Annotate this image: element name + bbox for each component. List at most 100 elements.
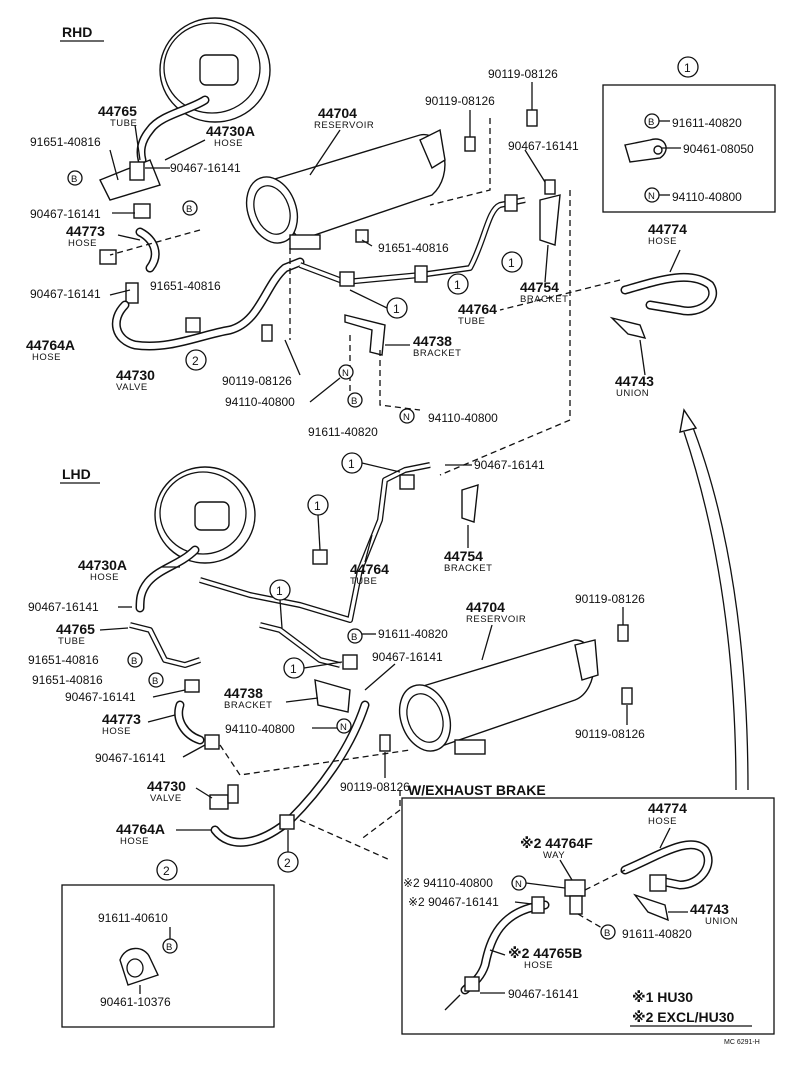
sub-tube: TUBE: [110, 118, 137, 129]
label-90119-08126-d: 90119-08126: [340, 780, 410, 794]
rhd-reservoir-44704: [245, 128, 446, 250]
label-90119-08126-e: 90119-08126: [575, 592, 645, 606]
symbol-1: 1: [454, 278, 461, 292]
legend-note-2: ※2 EXCL/HU30: [632, 1009, 735, 1025]
label-90119-08126-a: 90119-08126: [488, 67, 558, 81]
label-44704-lhd: 44704: [466, 599, 505, 615]
sub-valve: VALVE: [116, 382, 148, 393]
label-90467-16141-c: 90467-16141: [30, 287, 101, 301]
sub-bracket: BRACKET: [520, 294, 568, 305]
label-44730a-lhd: 44730A: [78, 557, 127, 573]
label-91651-40816-c: 91651-40816: [378, 241, 449, 255]
exhaust-brake-title: W/EXHAUST BRAKE: [408, 782, 546, 798]
sub-hose: HOSE: [524, 960, 553, 971]
label-44730a-rhd: 44730A: [206, 123, 255, 139]
part-90461-08050: 90461-08050: [683, 142, 754, 156]
label-94110-40800-b: 94110-40800: [428, 411, 498, 425]
symbol-b: B: [71, 174, 78, 185]
sub-union: UNION: [616, 388, 649, 399]
clamp-90461-08050-icon: [624, 138, 667, 163]
sub-valve: VALVE: [150, 793, 182, 804]
symbol-n: N: [342, 368, 349, 379]
symbol-1: 1: [290, 662, 297, 676]
detail-1-symbol: 1: [684, 61, 691, 75]
symbol-n: N: [340, 722, 347, 733]
sub-hose: HOSE: [32, 352, 61, 363]
symbol-1: 1: [314, 499, 321, 513]
label-44738-lhd: 44738: [224, 685, 263, 701]
label-90467-16141-g: 90467-16141: [95, 751, 166, 765]
symbol-1: 1: [508, 256, 515, 270]
symbol-2: 2: [284, 856, 291, 870]
label-90467-16141-a: 90467-16141: [170, 161, 241, 175]
label-90467-16141-f: 90467-16141: [65, 690, 136, 704]
symbol-b: B: [604, 928, 611, 939]
label-91611-40820-c: 91611-40820: [622, 927, 692, 941]
lhd-reservoir-44704: [398, 639, 599, 755]
label-91651-40816-d: 91651-40816: [28, 653, 99, 667]
label-44764f: ※2 44764F: [520, 835, 593, 851]
label-90467-16141-i: 90467-16141: [372, 650, 443, 664]
label-90467-16141-b: 90467-16141: [30, 207, 101, 221]
label-90119-08126-f: 90119-08126: [575, 727, 645, 741]
label-44765b: ※2 44765B: [508, 945, 582, 961]
sub-bracket: BRACKET: [224, 700, 272, 711]
sub-bracket: BRACKET: [444, 563, 492, 574]
label-44773-rhd: 44773: [66, 223, 105, 239]
label-91611-40820-a: 91611-40820: [308, 425, 378, 439]
symbol-n: N: [515, 879, 522, 890]
box-union-44743: [633, 893, 669, 922]
label-44764a-rhd: 44764A: [26, 337, 75, 353]
symbol-b: B: [351, 632, 358, 643]
symbol-b: B: [186, 204, 193, 215]
part-94110-40800: 94110-40800: [672, 190, 742, 204]
rhd-bracket-44738: [344, 314, 386, 356]
label-90467-16141-j: 90467-16141: [508, 987, 579, 1001]
label-44754-lhd: 44754: [444, 548, 483, 564]
sub-hose: HOSE: [68, 238, 97, 249]
rhd-title: RHD: [62, 24, 92, 40]
label-44765: 44765: [98, 103, 137, 119]
label-91611-40820-b: 91611-40820: [378, 627, 448, 641]
part-90461-10376: 90461-10376: [100, 995, 171, 1009]
part-91611-40820: 91611-40820: [672, 116, 742, 130]
lhd-brake-chamber: [154, 466, 256, 564]
rhd-brake-chamber: [159, 17, 271, 123]
part-91611-40610: 91611-40610: [98, 911, 168, 925]
label-91651-40816-e: 91651-40816: [32, 673, 103, 687]
sub-hose: HOSE: [214, 138, 243, 149]
label-44774-rhd: 44774: [648, 221, 687, 237]
label-44754-rhd: 44754: [520, 279, 559, 295]
symbol-b: B: [152, 676, 159, 687]
symbol-1: 1: [276, 584, 283, 598]
box-way-44764f: [564, 879, 586, 897]
label-44764-rhd: 44764: [458, 301, 497, 317]
figure-code: MC 6291-H: [724, 1039, 760, 1046]
sub-union: UNION: [705, 916, 738, 927]
label-44730-lhd: 44730: [147, 778, 186, 794]
sub-way: WAY: [543, 850, 565, 861]
label-44764-lhd: 44764: [350, 561, 389, 577]
exhaust-brake-box: W/EXHAUST BRAKE 44774 HOSE ※2 44764F WAY…: [401, 782, 775, 1035]
symbol-1: 1: [348, 457, 355, 471]
sub-tube: TUBE: [58, 636, 85, 647]
sub-bracket: BRACKET: [413, 348, 461, 359]
label-44738-rhd: 44738: [413, 333, 452, 349]
lhd-title: LHD: [62, 466, 91, 482]
sub-hose: HOSE: [90, 572, 119, 583]
label-44743-box: 44743: [690, 901, 729, 917]
lhd-bracket-44754: [461, 484, 479, 523]
sub-hose: HOSE: [102, 726, 131, 737]
detail-2-symbol: 2: [163, 864, 170, 878]
sub-hose: HOSE: [648, 816, 677, 827]
lhd-bracket-44738: [314, 679, 351, 713]
label-44773-lhd: 44773: [102, 711, 141, 727]
label-90467-16141-e: 90467-16141: [28, 600, 99, 614]
symbol-b: B: [351, 396, 358, 407]
symbol-n: N: [648, 191, 655, 202]
symbol-b: B: [131, 656, 138, 667]
label-90467-16141-h: 90467-16141: [474, 458, 545, 472]
lhd-section: LHD: [60, 466, 100, 484]
legend-note-1: ※1 HU30: [632, 989, 693, 1005]
